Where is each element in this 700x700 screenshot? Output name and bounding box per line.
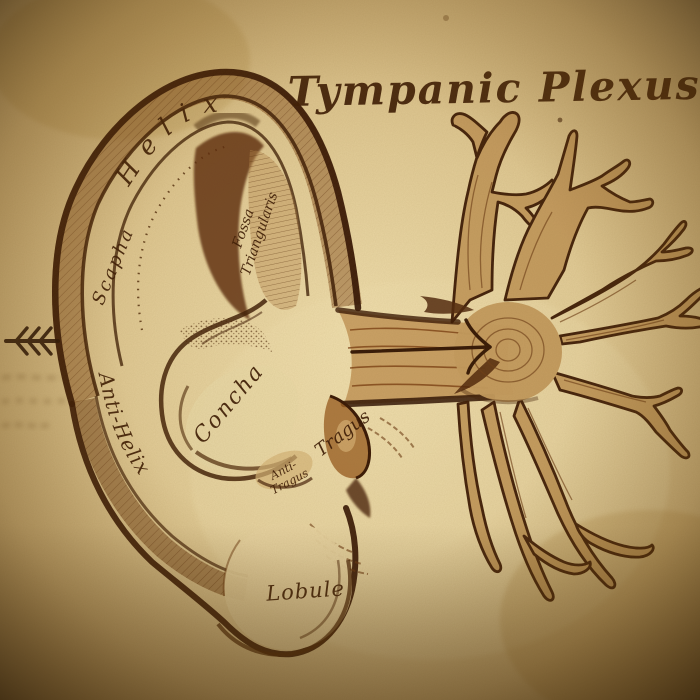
anatomical-illustration: Tympanic Plexus Helix Scapha Fossa Trian… (0, 0, 700, 700)
vintage-anatomy-page: Tympanic Plexus Helix Scapha Fossa Trian… (0, 0, 700, 700)
photo-effects (0, 0, 700, 700)
